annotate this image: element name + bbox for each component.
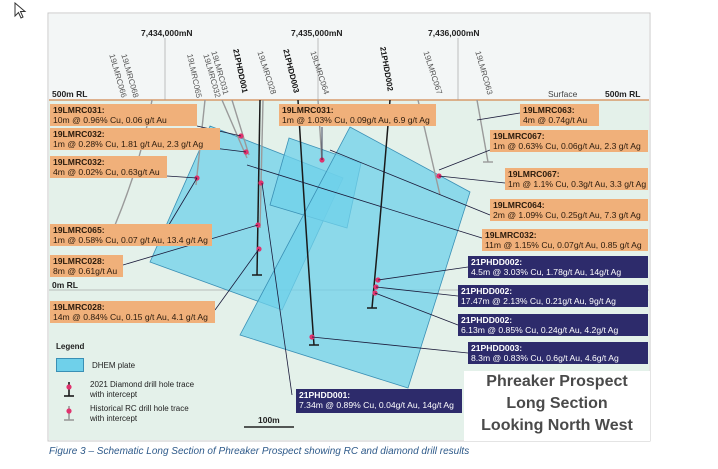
rc-trace-032	[231, 99, 250, 156]
legend-rc-line2: with intercept	[90, 414, 138, 423]
northing-label-3: 7,436,000mN	[428, 28, 480, 38]
leader-line	[438, 175, 506, 184]
leader-line	[246, 164, 483, 239]
legend: Legend DHEM plate 2021 Diamond drill hol…	[56, 340, 214, 430]
intercept-label: 19LMRC067:1m @ 0.63% Cu, 0.06g/t Au, 2.3…	[490, 130, 648, 152]
intercept-label: 21PHDD002:6.13m @ 0.85% Cu, 0.24g/t Au, …	[458, 314, 648, 336]
intercept-label: 19LMRC064:2m @ 1.09% Cu, 0.25g/t Au, 7.3…	[490, 199, 648, 221]
surface-label: Surface	[548, 89, 578, 99]
intercept-label: 21PHDD002:17.47m @ 2.13% Cu, 0.21g/t Au,…	[458, 285, 648, 307]
intercept-label: 19LMRC031:10m @ 0.96% Cu, 0.06 g/t Au	[50, 104, 197, 126]
leader-line	[166, 175, 198, 179]
dd-trace-21phdd003	[297, 99, 315, 346]
legend-plate-label: DHEM plate	[92, 360, 136, 370]
title-line-3: Looking North West	[481, 417, 633, 434]
rl-label-zero: 0m RL	[52, 280, 78, 290]
rl-label-top-right: 500m RL	[605, 89, 641, 99]
intercept-label: 19LMRC028:14m @ 0.84% Cu, 0.15 g/t Au, 4…	[50, 301, 215, 323]
leader-line	[166, 177, 198, 229]
leader-line	[214, 248, 260, 311]
intercept-label: 19LMRC032:4m @ 0.02% Cu, 0.63g/t Au	[50, 156, 167, 178]
intercept-point	[258, 180, 264, 186]
intercept-label: 19LMRC032:1m @ 0.28% Cu, 1.81 g/t Au, 2.…	[50, 128, 220, 150]
leader-line	[261, 182, 293, 396]
figure-caption: Figure 3 – Schematic Long Section of Phr…	[49, 446, 470, 457]
rc-trace-028	[259, 99, 264, 229]
northing-label-2: 7,435,000mN	[291, 28, 343, 38]
title-line-1: Phreaker Prospect	[486, 373, 628, 390]
intercept-label: 19LMRC032:11m @ 1.15% Cu, 0.07g/t Au, 0.…	[482, 229, 648, 251]
rc-trace-031a	[221, 99, 248, 159]
leader-line	[375, 286, 459, 297]
dd-trace-legend-icon	[64, 382, 74, 397]
intercept-label: 21PHDD003:8.3m @ 0.83% Cu, 0.6g/t Au, 4.…	[468, 342, 648, 364]
legend-dd-line1: 2021 Diamond drill hole trace	[90, 380, 195, 389]
intercept-label: 19LMRC065:1m @ 0.58% Cu, 0.07 g/t Au, 13…	[50, 224, 212, 246]
section-title: Phreaker Prospect Long Section Looking N…	[464, 371, 650, 441]
intercept-label: 19LMRC028:8m @ 0.61g/t Au	[50, 255, 123, 277]
legend-rc-line1: Historical RC drill hole trace	[90, 404, 189, 413]
leader-line	[374, 292, 459, 326]
intercept-label: 21PHDD002:4.5m @ 3.03% Cu, 1.78g/t Au, 1…	[468, 256, 648, 278]
leader-line	[377, 266, 469, 281]
dhem-plate-3	[239, 126, 471, 389]
legend-title: Legend	[56, 342, 85, 351]
leader-line	[329, 149, 491, 216]
leader-line	[476, 112, 521, 121]
sky-area	[49, 14, 649, 100]
dd-trace-21phdd001	[256, 99, 261, 276]
intercept-label: 19LMRC067:1m @ 1.1% Cu, 0.3g/t Au, 3.3 g…	[505, 168, 648, 190]
intercept-label: 19LMRC031:1m @ 1.03% Cu, 0.09g/t Au, 6.9…	[279, 104, 436, 126]
title-line-2: Long Section	[506, 395, 608, 412]
rc-trace-legend-icon	[64, 406, 74, 421]
rl-label-top-left: 500m RL	[52, 89, 88, 99]
mouse-cursor-icon	[14, 2, 27, 19]
plate-swatch-icon	[56, 358, 84, 372]
leader-line	[438, 149, 491, 171]
legend-dd-line2: with intercept	[90, 390, 138, 399]
intercept-label: 21PHDD001:7.34m @ 0.89% Cu, 0.04g/t Au, …	[296, 389, 462, 413]
intercept-label: 19LMRC063:4m @ 0.74g/t Au	[520, 104, 599, 126]
leader-line	[311, 336, 469, 354]
northing-label-1: 7,434,000mN	[141, 28, 193, 38]
scale-bar-label: 100m	[258, 415, 280, 425]
